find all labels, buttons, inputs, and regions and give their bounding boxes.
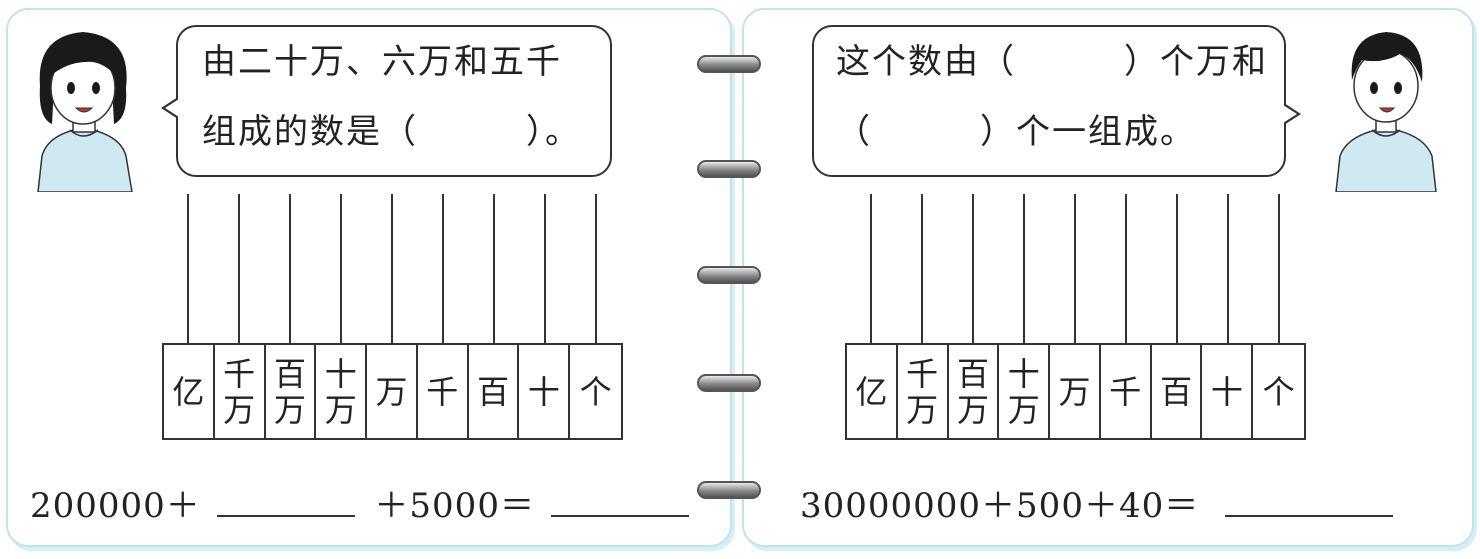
equation-part: 30000000＋500＋40＝ [800,486,1200,526]
speech-line: 由二十万、六万和五千 [202,42,562,82]
left-speech-bubble: 由二十万、六万和五千 组成的数是（ ）。 [161,25,612,177]
left-equation: 200000＋ ＋5000＝ [30,478,689,527]
answer-blank[interactable] [550,485,689,517]
place-cell: 百万 [949,345,1000,438]
binder-ring [697,160,761,178]
answer-blank[interactable] [1225,485,1394,517]
place-cell: 万 [367,345,418,438]
equation-part: 200000＋ [30,486,201,526]
place-cell: 千 [1101,345,1152,438]
speech-line: （ ）个一组成。 [836,112,1196,152]
place-cell: 千万 [898,345,949,438]
binder-ring [697,374,761,392]
place-cell: 个 [1262,372,1295,411]
binder-ring [697,55,761,73]
place-cell: 十 [519,345,571,438]
right-speech-bubble: 这个数由（ ）个万和 （ ）个一组成。 [812,25,1301,177]
place-cell: 十 [1202,345,1254,438]
place-cell: 亿 [164,345,215,438]
speech-line: 组成的数是（ ）。 [202,112,581,152]
place-cell: 百 [1152,345,1203,438]
speech-line: 这个数由（ ）个万和 [836,42,1268,82]
right-equation: 30000000＋500＋40＝ [800,478,1394,527]
girl-illustration [37,32,133,192]
left-place-value-row: 亿 千万 百万 十万 万 千 百 十 个 [162,343,623,440]
binder-ring [697,481,761,499]
place-cell: 千万 [215,345,266,438]
place-cell: 亿 [847,345,898,438]
answer-blank[interactable] [216,485,355,517]
place-cell: 百万 [266,345,317,438]
place-cell: 万 [1050,345,1101,438]
place-cell: 个 [579,372,612,411]
boy-illustration [1335,32,1437,192]
place-cell: 千 [418,345,469,438]
place-cell: 百 [469,345,520,438]
right-place-value-row: 亿 千万 百万 十万 万 千 百 十 个 [845,343,1306,440]
place-cell: 十万 [999,345,1051,438]
place-cell: 十万 [316,345,368,438]
equation-part: ＋5000＝ [374,486,535,526]
binder-ring [697,266,761,284]
